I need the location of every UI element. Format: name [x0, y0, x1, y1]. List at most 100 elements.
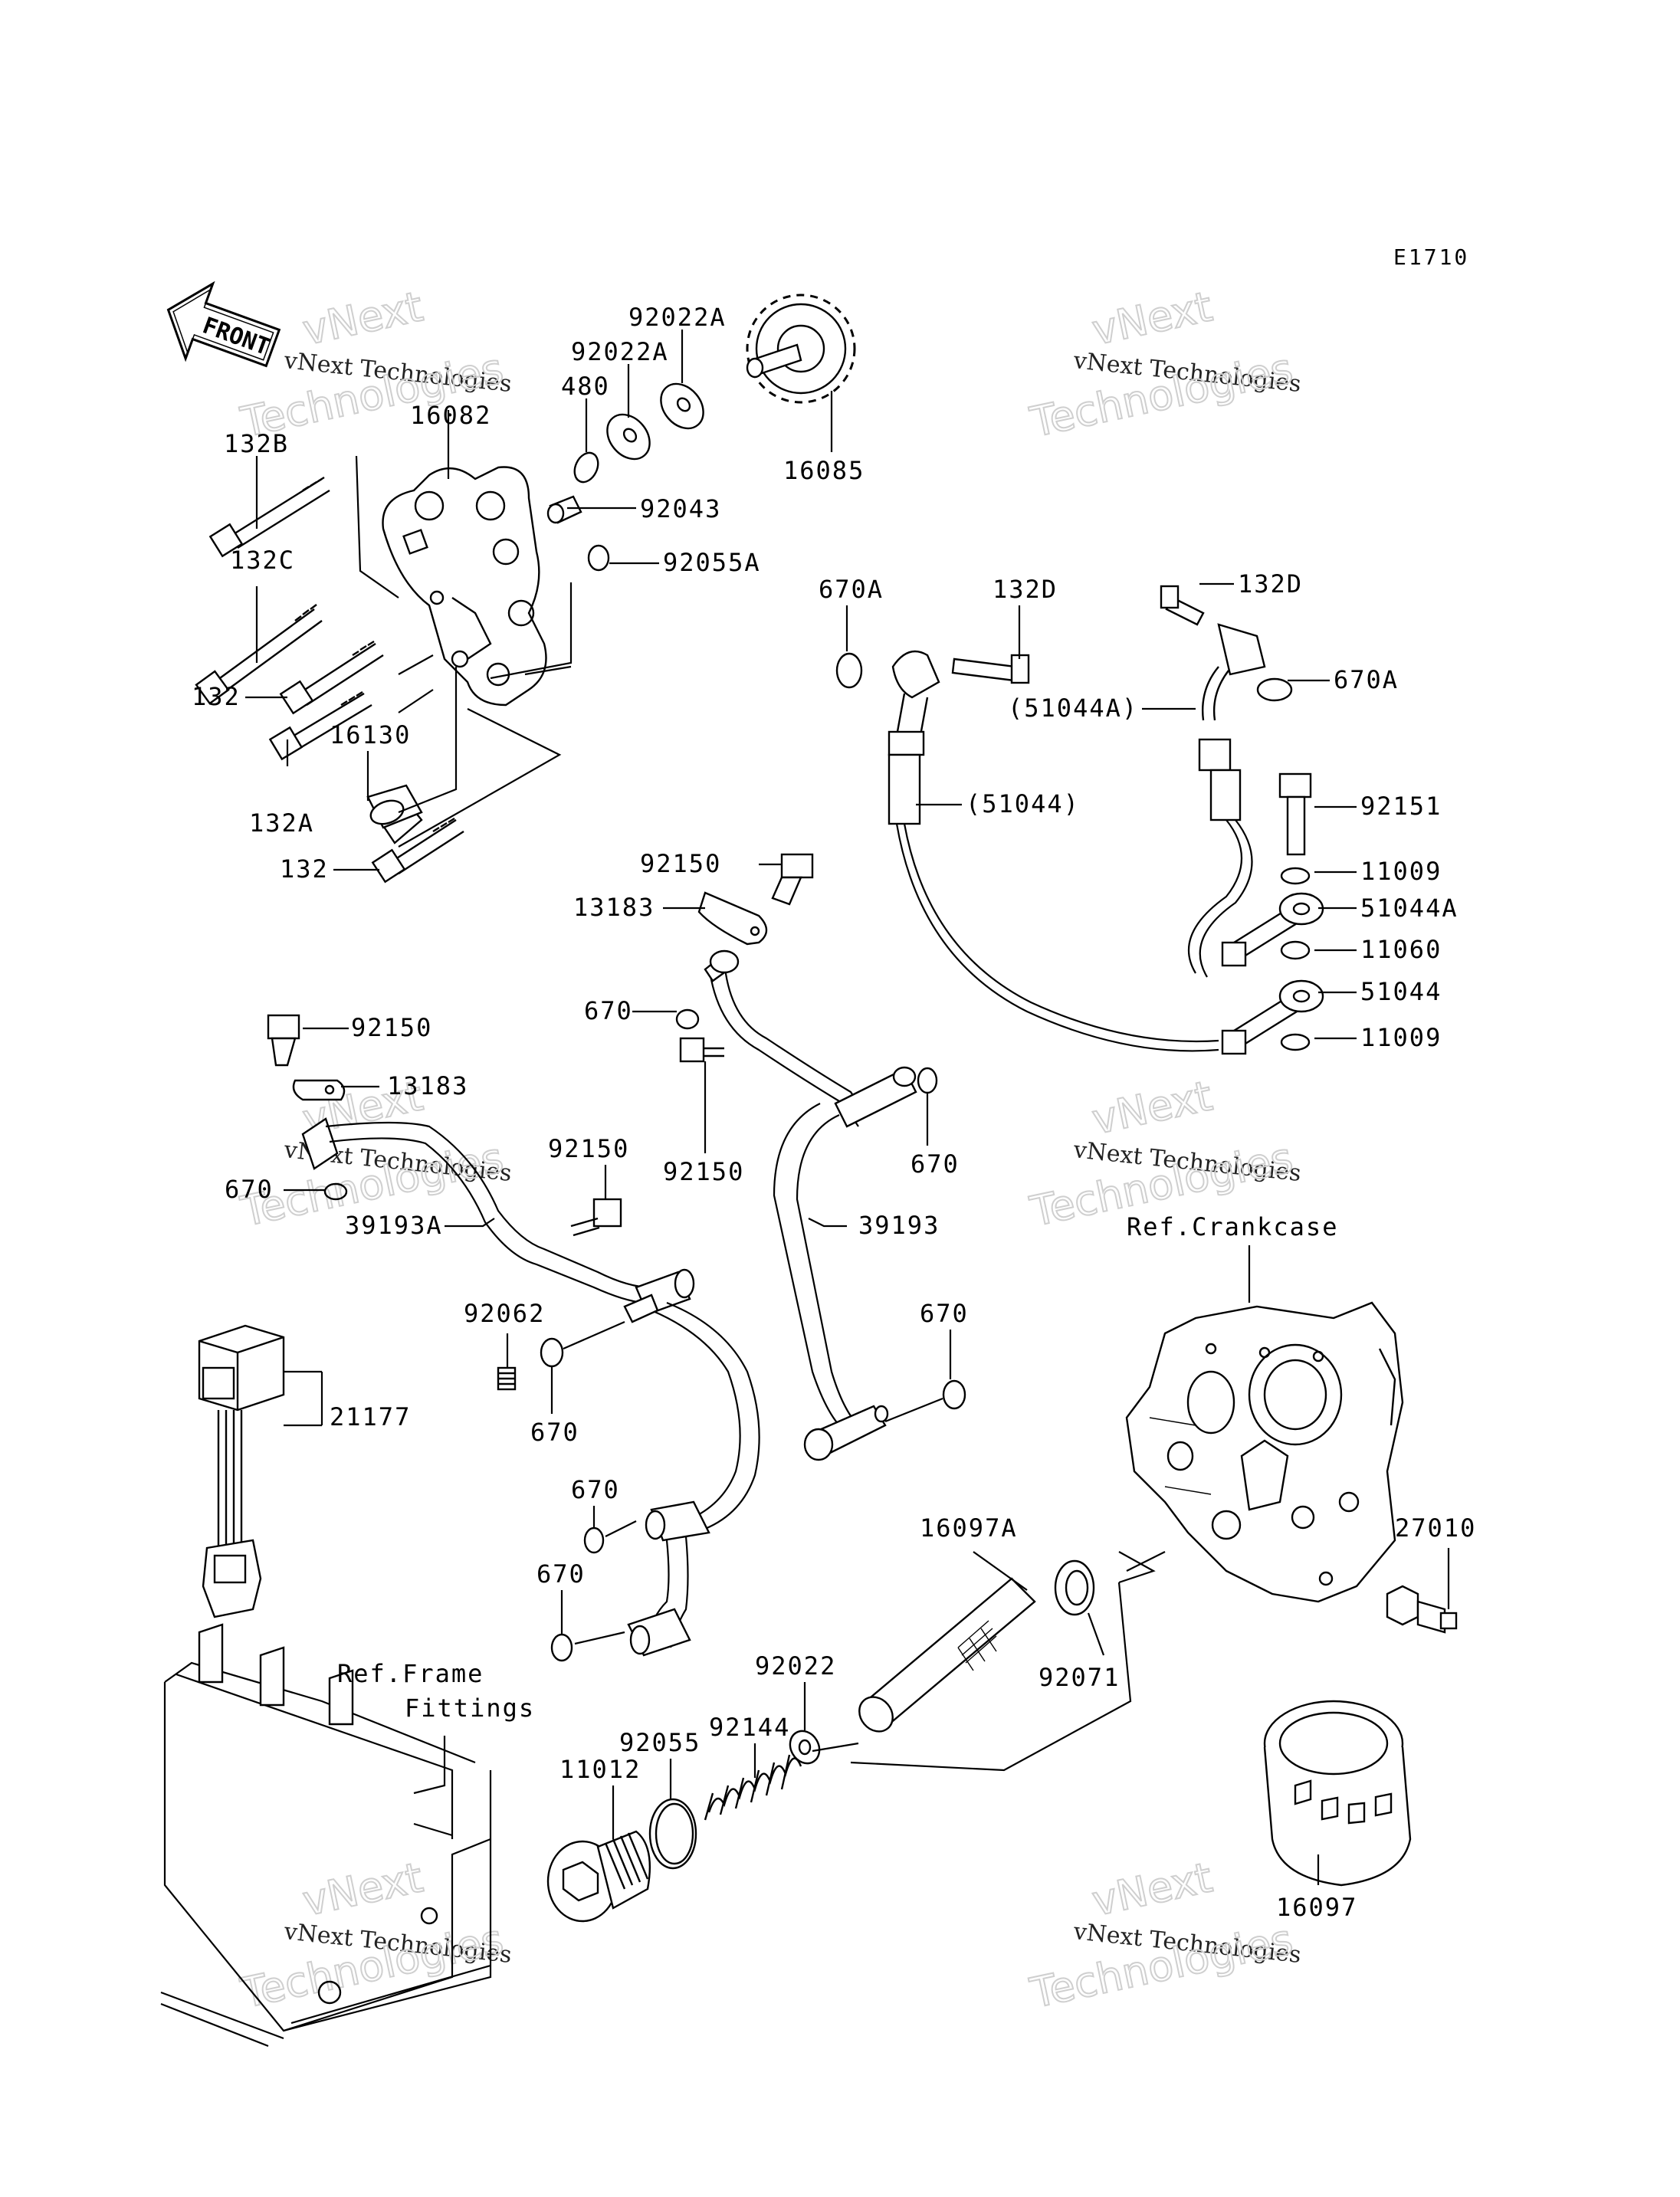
watermark-mid-right: vNext vNext Technologies Technologies: [1025, 1071, 1303, 1237]
label-16085: 16085: [783, 456, 865, 485]
diagram-code: E1710: [1393, 244, 1469, 270]
washer-92022: [789, 1730, 821, 1765]
relief-valve-16130: [366, 784, 423, 844]
label-11012: 11012: [559, 1755, 641, 1784]
label-670-a: 670: [225, 1175, 274, 1204]
label-92150-right: 92150: [548, 1134, 629, 1163]
label-39193A: 39193A: [345, 1211, 443, 1240]
label-16082: 16082: [410, 401, 491, 430]
washer-11009-top: [1280, 867, 1311, 885]
plug-11012: [546, 1830, 651, 1923]
bolt-92150-right: [570, 1198, 622, 1237]
crankcase: [1125, 1301, 1404, 1603]
label-11009-top: 11009: [1360, 857, 1442, 886]
pipe-fitting-51044: [888, 650, 1219, 1052]
bolt-132-lower: [371, 817, 464, 884]
label-92022A-top: 92022A: [628, 303, 727, 332]
banjo-bolt-92151: [1278, 772, 1312, 856]
label-16097: 16097: [1276, 1893, 1357, 1922]
label-132C: 132C: [230, 546, 295, 575]
label-39193: 39193: [858, 1211, 940, 1240]
oil-filter-16097: [1263, 1700, 1412, 1887]
plate-13183-left: [292, 1079, 346, 1101]
pipe-fitting-51044A: [1188, 623, 1266, 978]
spring-92144: [704, 1754, 802, 1821]
label-92043: 92043: [640, 494, 721, 523]
label-16130: 16130: [330, 720, 411, 749]
o-ring-670-f: [942, 1379, 966, 1410]
label-132-upper: 132: [192, 682, 241, 711]
label-92150-top: 92150: [640, 849, 721, 878]
label-51044A: 51044A: [1360, 894, 1459, 923]
washer-11009-bottom: [1280, 1033, 1311, 1051]
label-132D-right: 132D: [1238, 569, 1303, 598]
bolt-132-upper: [279, 640, 384, 715]
svg-text:vNext: vNext: [299, 282, 427, 354]
bolt-132C: [195, 604, 323, 705]
watermark-bottom-right: vNext vNext Technologies Technologies: [1025, 1852, 1303, 2018]
svg-text:vNext: vNext: [1088, 1853, 1216, 1925]
pipe-39193: [704, 949, 917, 1461]
washer-92022A-mid: [606, 413, 651, 461]
label-11060: 11060: [1360, 935, 1442, 964]
bolt-132B: [208, 476, 330, 558]
o-ring-670-c: [917, 1067, 938, 1094]
oil-screen-16097A: [858, 1577, 1036, 1733]
label-670-e: 670: [571, 1475, 620, 1504]
label-16097A: 16097A: [920, 1513, 1018, 1543]
label-92150-left: 92150: [351, 1013, 432, 1042]
o-ring-670-b: [675, 1008, 700, 1030]
label-132D-left: 132D: [993, 575, 1058, 604]
label-92071: 92071: [1039, 1663, 1120, 1692]
ref-crankcase-label: Ref.Crankcase: [1127, 1212, 1338, 1241]
washer-11060: [1280, 940, 1311, 960]
union-51044A: [1221, 892, 1324, 967]
label-132B: 132B: [224, 429, 289, 458]
bolt-92150-left: [267, 1014, 300, 1067]
o-ring-670A-left: [835, 652, 863, 689]
gear-16085: [746, 293, 856, 404]
label-92150-mid: 92150: [663, 1157, 744, 1186]
pin-92043: [546, 495, 582, 524]
o-ring-670-d: [540, 1337, 564, 1368]
oil-pressure-switch-27010: [1386, 1585, 1458, 1634]
front-arrow-icon: FRONT: [166, 280, 281, 368]
label-92144: 92144: [709, 1713, 790, 1742]
o-ring-92055A: [587, 544, 610, 572]
bolt-132A: [268, 690, 372, 761]
o-ring-670-g: [550, 1633, 573, 1662]
label-132-lower: 132: [280, 854, 329, 884]
label-670A-right: 670A: [1334, 665, 1399, 694]
label-670-b: 670: [584, 996, 633, 1025]
label-51044A-paren: (51044A): [1008, 694, 1138, 723]
plate-13183-top: [697, 891, 768, 946]
washer-480: [573, 451, 599, 484]
o-ring-670-a: [323, 1182, 348, 1201]
label-11009-bottom: 11009: [1360, 1023, 1442, 1052]
label-132A: 132A: [249, 808, 314, 838]
label-13183-top: 13183: [573, 893, 655, 922]
label-92055A: 92055A: [663, 548, 761, 577]
o-ring-670-e: [583, 1526, 605, 1554]
ref-frame-label: Ref.Frame: [337, 1659, 484, 1688]
leader-lines: [245, 330, 1450, 1885]
svg-text:vNext: vNext: [1088, 282, 1216, 354]
label-670-d: 670: [530, 1418, 579, 1447]
o-ring-670A-right: [1256, 677, 1293, 702]
plug-92062: [497, 1366, 517, 1391]
washer-92022A-top: [660, 382, 704, 430]
watermark-bottom-left: vNext vNext Technologies Technologies: [236, 1852, 514, 2018]
ref-frame-fittings-label: Fittings: [405, 1694, 535, 1723]
svg-text:vNext: vNext: [299, 1853, 427, 1925]
label-670-g: 670: [536, 1559, 586, 1589]
label-51044-paren: (51044): [966, 789, 1080, 818]
pipe-39193A: [301, 1117, 760, 1657]
watermark-top-right: vNext vNext Technologies Technologies: [1025, 281, 1303, 448]
label-670-f: 670: [920, 1299, 969, 1328]
label-92151: 92151: [1360, 792, 1442, 821]
label-92022A-mid: 92022A: [571, 337, 669, 366]
connector-21177: [198, 1324, 285, 1618]
frame-fittings: [160, 1623, 492, 2048]
label-670-c: 670: [911, 1149, 960, 1179]
